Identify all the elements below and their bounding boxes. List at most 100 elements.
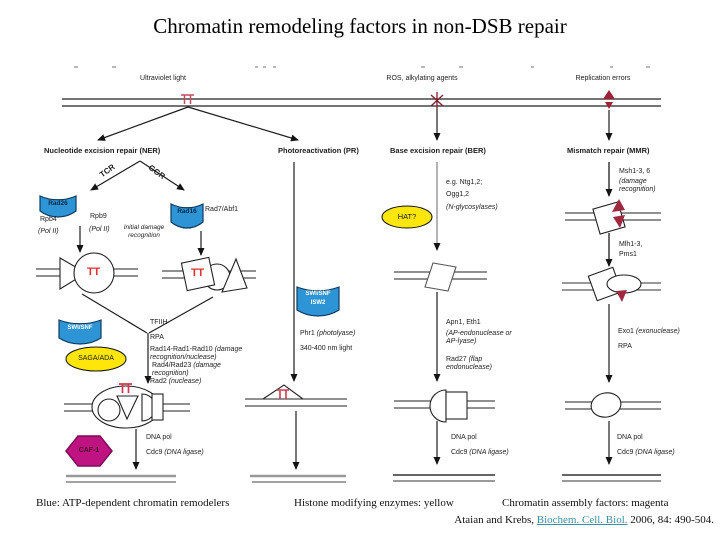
source-uv-label: Ultraviolet light	[140, 75, 186, 82]
swisnf-isw2-cup	[296, 286, 340, 317]
phr1-block: Phr1 (photolyase)	[300, 330, 355, 338]
rad27-label: Rad27	[446, 356, 467, 363]
ner-fork-arrows	[76, 160, 205, 256]
mmr-dna-pol-label: DNA pol	[617, 434, 643, 441]
ber-repaired-dna	[393, 474, 495, 482]
saga-ada-label: SAGA/ADA	[78, 355, 114, 362]
swisnf-label: SWI/SNF	[67, 325, 93, 331]
pms1-label: Pms1	[619, 251, 637, 258]
ber-intermediate-2	[394, 389, 495, 423]
exo1-label: Exo1	[618, 328, 634, 335]
tcr-tt-lesion: TT	[87, 266, 100, 278]
legend-magenta: Chromatin assembly factors: magenta	[502, 497, 669, 509]
rad27-block: Rad27 (flap endonuclease)	[446, 356, 500, 373]
top-dna	[62, 98, 661, 107]
ner-rpa-label: RPA	[150, 334, 164, 341]
legend-yellow: Histone modifying enzymes: yellow	[294, 497, 454, 509]
ner-heading: Nucleotide excision repair (NER)	[44, 146, 161, 155]
rpb4-note: (Pol II)	[38, 228, 59, 235]
rad4-label: Rad4/Rad23	[152, 362, 192, 369]
pr-cup-label-line1: SWI/SNF	[305, 291, 331, 297]
ber-cdc9-block: Cdc9 (DNA ligase)	[451, 449, 509, 457]
rpb9-label: Rpb9	[90, 213, 107, 220]
mmr-repaired-dna	[562, 474, 661, 482]
exo1-block: Exo1 (exonuclease)	[618, 328, 680, 336]
mmr-cdc9-label: Cdc9	[617, 449, 634, 456]
rad4-block: Rad4/Rad23 (damage recognition)	[152, 362, 224, 379]
rpb9-note: (Pol II)	[89, 226, 110, 233]
ner-dna-pol-label: DNA pol	[146, 434, 172, 441]
mmr-intermediate-2	[562, 266, 661, 302]
rad16-label: Rad16	[177, 208, 197, 215]
ner-cdc9-block: Cdc9 (DNA ligase)	[146, 449, 204, 457]
swisnf-cup	[58, 319, 102, 345]
caf1-label: CAF-1	[78, 447, 100, 454]
slide-title: Chromatin remodeling factors in non-DSB …	[153, 14, 567, 38]
phr1-note: (photolyase)	[316, 330, 356, 337]
apn1-label: Apn1, Eth1	[446, 319, 481, 326]
apn1-note: (AP-endonuclease or AP-lyase)	[446, 330, 512, 346]
ros-lesion-icon	[430, 92, 444, 109]
saga-ada-ellipse	[65, 346, 127, 372]
branch-arrows	[97, 106, 613, 142]
rad26-cup	[39, 195, 77, 218]
rad2-note: (nuclease)	[168, 378, 202, 385]
mmr-cdc9-note: (DNA ligase)	[635, 449, 675, 456]
pr-light-label: 340-400 nm light	[300, 345, 353, 352]
ber-cdc9-note: (DNA ligase)	[469, 449, 509, 456]
ber-glycosylase-note: (N-glycosylases)	[446, 204, 498, 211]
tcr-intermediate	[36, 252, 138, 294]
rad2-label: Rad2	[150, 378, 167, 385]
initial-recognition-note: Initial damage recognition	[123, 224, 165, 239]
ber-intermediate-1	[394, 262, 487, 292]
mmr-mismatch-marks-1	[612, 199, 625, 228]
citation-prefix: Ataian and Krebs,	[454, 514, 535, 526]
ner-repaired-dna	[66, 474, 176, 483]
hat-label: HAT?	[397, 212, 417, 221]
msh-note: (damage recognition)	[619, 178, 656, 194]
pr-cup-label-line2: ISW2	[310, 300, 326, 306]
ber-heading: Base excision repair (BER)	[390, 146, 486, 155]
rad14-label: Rad14-Rad1-Rad10	[150, 346, 213, 353]
ber-cdc9-label: Cdc9	[451, 449, 468, 456]
pr-tt-icon	[277, 389, 289, 399]
citation-suffix: 2006, 84: 490-504.	[630, 514, 714, 526]
ner-cdc9-label: Cdc9	[146, 449, 163, 456]
legend-blue: Blue: ATP-dependent chromatin remodelers	[36, 497, 230, 509]
tfiih-label: TFIIH	[150, 319, 168, 326]
ner-cdc9-note: (DNA ligase)	[164, 449, 204, 456]
rpb4-label: Rpb4	[40, 216, 57, 223]
ggr-intermediate	[162, 256, 256, 293]
mmr-cdc9-block: Cdc9 (DNA ligase)	[617, 449, 675, 457]
ber-glycosylase-line2: Ogg1,2	[446, 191, 469, 198]
pr-repaired-dna	[250, 474, 346, 483]
ber-dna-pol-label: DNA pol	[451, 434, 477, 441]
mmr-heading: Mismatch repair (MMR)	[567, 146, 650, 155]
rad14-block: Rad14-Rad1-Rad10 (damage recognition/nuc…	[150, 346, 246, 363]
citation: Ataian and Krebs, Biochem. Cell. Biol. 2…	[454, 513, 714, 527]
citation-journal-link[interactable]: Biochem. Cell. Biol.	[536, 514, 628, 526]
ner-repairosome	[64, 385, 190, 429]
mlh-label: Mlh1-3,	[619, 241, 643, 248]
caf1-hexagon	[65, 435, 113, 467]
repairosome-tt-icon	[119, 383, 132, 393]
rad7-abf1-label: Rad7/Abf1	[205, 206, 239, 213]
rad2-block: Rad2 (nuclease)	[150, 378, 201, 386]
mmr-rpa-label: RPA	[618, 343, 632, 350]
source-ros-label: ROS, alkylating agents	[386, 75, 458, 82]
pr-intermediate	[245, 384, 347, 407]
rad14-note: (damage recognition/nuclease)	[150, 346, 243, 362]
ber-glycosylase-line1: e.g. Ntg1,2;	[446, 179, 483, 186]
rad4-note: (damage recognition)	[152, 362, 221, 378]
rad16-cup	[170, 203, 204, 229]
uv-lesion-tt-icon	[181, 94, 194, 104]
ner-converge-arrows	[81, 293, 214, 384]
rad27-note: (flap endonuclease)	[446, 356, 492, 372]
rad26-label: Rad26	[48, 200, 68, 207]
pr-heading: Photoreactivation (PR)	[278, 146, 359, 155]
mmr-intermediate-1	[565, 201, 661, 235]
mmr-intermediate-3	[565, 392, 661, 418]
exo1-note: (exonuclease)	[635, 328, 680, 335]
